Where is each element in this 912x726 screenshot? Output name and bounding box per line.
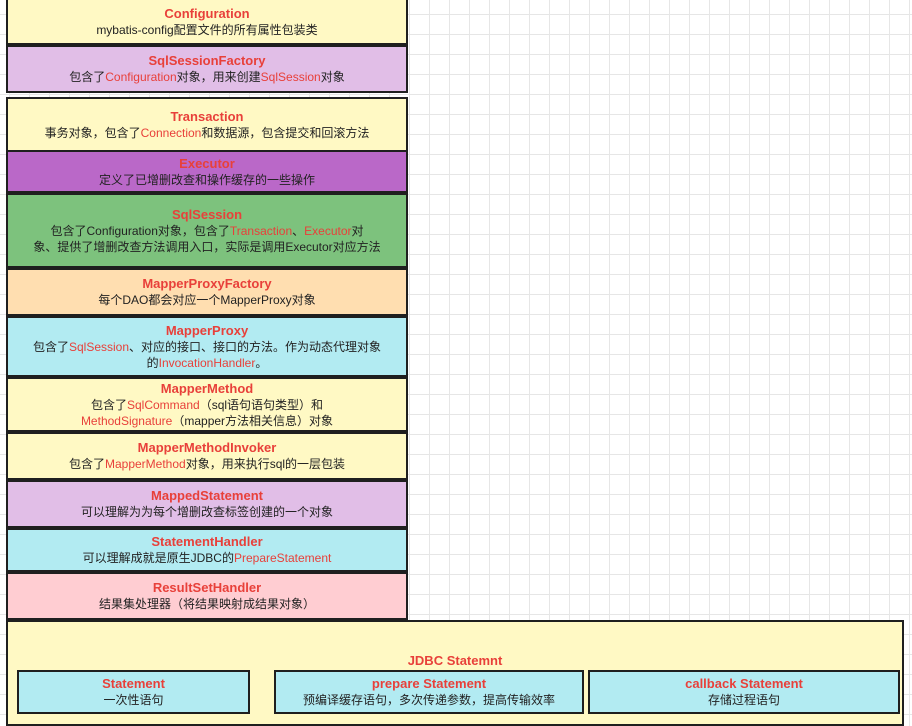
prepare-statement-box: prepare Statement 预编译缓存语句，多次传递参数，提高传输效率 [274, 670, 584, 714]
mapperproxy-title: MapperProxy [165, 322, 249, 338]
resultsethandler-desc: 结果集处理器（将结果映射成结果对象） [98, 597, 315, 611]
sqlsessionfactory-desc: 包含了Configuration对象，用来创建SqlSession对象 [69, 70, 345, 84]
transaction-box: Transaction 事务对象，包含了Connection和数据源，包含提交和… [6, 97, 408, 152]
resultsethandler-box: ResultSetHandler 结果集处理器（将结果映射成结果对象） [6, 572, 408, 620]
sqlsession-desc: 包含了Configuration对象，包含了Transaction、Execut… [50, 223, 364, 238]
sqlsessionfactory-title: SqlSessionFactory [148, 53, 266, 68]
mappedstatement-box: MappedStatement 可以理解为为每个增删改查标签创建的一个对象 [6, 480, 408, 528]
jdbc-statement-box: Statement 一次性语句 [17, 670, 250, 714]
callback-statement-title: callback Statement [685, 676, 803, 691]
configuration-desc: mybatis-config配置文件的所有属性包装类 [96, 22, 318, 37]
jdbc-statement-container: JDBC Statemnt Statement 一次性语句 prepare St… [6, 620, 904, 726]
prepare-statement-title: prepare Statement [371, 676, 487, 691]
sqlsession-title: SqlSession [171, 206, 243, 222]
jdbc-statement-box-desc: 一次性语句 [103, 693, 164, 707]
transaction-desc: 事务对象，包含了Connection和数据源，包含提交和回滚方法 [44, 125, 370, 140]
mappermethodinvoker-desc: 包含了MapperMethod对象，用来执行sql的一层包装 [68, 457, 346, 471]
jdbc-statement-box-title: Statement [102, 676, 165, 691]
mappermethod-desc: 包含了SqlCommand（sql语句语句类型）和 [90, 397, 324, 412]
mappermethod-desc-line2: MethodSignature（mapper方法相关信息）对象 [80, 413, 334, 428]
mappermethodinvoker-box: MapperMethodInvoker 包含了MapperMethod对象，用来… [6, 432, 408, 480]
configuration-title: Configuration [164, 5, 250, 21]
transaction-title: Transaction [170, 108, 244, 124]
mapperproxyfactory-box: MapperProxyFactory 每个DAO都会对应一个MapperProx… [6, 268, 408, 316]
executor-box: Executor 定义了已增删改查和操作缓存的一些操作 [6, 150, 408, 193]
mapperproxy-desc-line2: 的InvocationHandler。 [146, 355, 268, 370]
mappedstatement-desc: 可以理解为为每个增删改查标签创建的一个对象 [80, 505, 333, 519]
executor-title: Executor [179, 155, 235, 171]
callback-statement-desc: 存储过程语句 [707, 693, 780, 707]
statementhandler-box: StatementHandler 可以理解成就是原生JDBC的PrepareSt… [6, 528, 408, 572]
mapperproxy-desc: 包含了SqlSession、对应的接口、接口的方法。作为动态代理对象 [32, 339, 382, 354]
sqlsessionfactory-box: SqlSessionFactory 包含了Configuration对象，用来创… [6, 45, 408, 93]
prepare-statement-desc: 预编译缓存语句，多次传递参数，提高传输效率 [302, 693, 555, 707]
mappermethod-box: MapperMethod 包含了SqlCommand（sql语句语句类型）和 M… [6, 377, 408, 432]
mappermethodinvoker-title: MapperMethodInvoker [137, 440, 277, 455]
configuration-box: Configuration mybatis-config配置文件的所有属性包装类 [6, 0, 408, 45]
mapperproxyfactory-desc: 每个DAO都会对应一个MapperProxy对象 [98, 293, 316, 307]
jdbc-statement-title: JDBC Statemnt [407, 653, 503, 668]
mappedstatement-title: MappedStatement [151, 488, 263, 503]
mappermethod-title: MapperMethod [160, 380, 254, 396]
sqlsession-box: SqlSession 包含了Configuration对象，包含了Transac… [6, 193, 408, 268]
callback-statement-box: callback Statement 存储过程语句 [588, 670, 900, 714]
statementhandler-title: StatementHandler [151, 534, 263, 549]
sqlsession-desc-line2: 象、提供了增删改查方法调用入口，实际是调用Executor对应方法 [33, 239, 381, 254]
mapperproxyfactory-title: MapperProxyFactory [142, 276, 272, 291]
resultsethandler-title: ResultSetHandler [152, 580, 262, 595]
statementhandler-desc: 可以理解成就是原生JDBC的PrepareStatement [82, 551, 332, 565]
mapperproxy-box: MapperProxy 包含了SqlSession、对应的接口、接口的方法。作为… [6, 316, 408, 377]
executor-desc: 定义了已增删改查和操作缓存的一些操作 [98, 172, 315, 187]
